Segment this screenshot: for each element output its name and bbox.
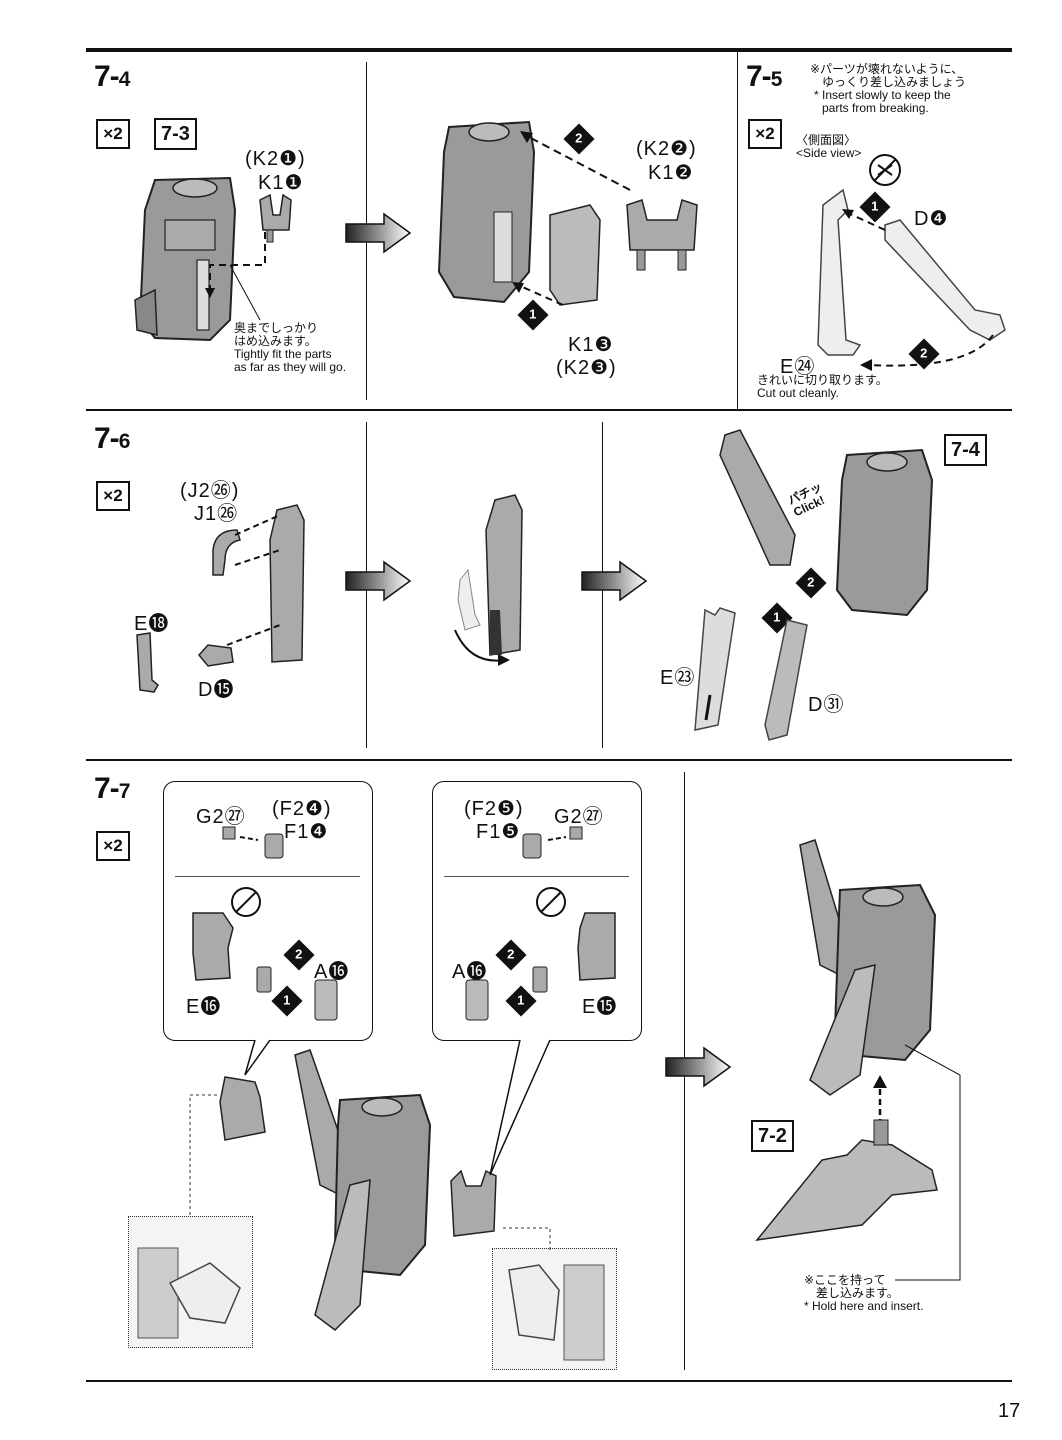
part-label-j1-26: J1㉖ (194, 503, 239, 525)
part-label-e16: E⓰ (186, 996, 222, 1018)
part-e24-side-illustration (817, 188, 862, 356)
step-7-4-title: 7-4 (94, 60, 130, 93)
small-parts-illustration (522, 826, 583, 859)
multiplier-badge: ×2 (748, 119, 782, 149)
insert-arrow-2 (520, 131, 631, 191)
completed-torso-illustration (799, 839, 937, 1096)
part-e18-illustration (136, 632, 159, 693)
next-step-arrow (665, 1046, 732, 1088)
step-7-5-title: 7-5 (746, 60, 782, 93)
part-e16-illustration (192, 912, 234, 981)
hold-note-leader (895, 1044, 961, 1281)
part-d31-illustration (764, 619, 808, 741)
page-number: 17 (998, 1400, 1021, 1422)
row2-bottom-rule (86, 759, 1012, 761)
part-e15-illustration (577, 912, 616, 981)
top-rule (86, 48, 1012, 52)
part-label-j2-26: (J2㉖) (180, 480, 240, 502)
left-detail-callout (163, 781, 373, 1041)
step-7-7-title: 7-7 (94, 772, 130, 805)
j-insert-arrows (226, 514, 281, 646)
left-zoom-leader (189, 1094, 220, 1215)
part-label-d15: D⓯ (198, 679, 235, 701)
part-e23-illustration (694, 607, 736, 731)
insert-up-arrow (873, 1075, 887, 1125)
note-leader-line (229, 264, 261, 321)
multiplier-badge: ×2 (96, 119, 130, 149)
part-label-g2-27-right: G2㉗ (554, 806, 604, 828)
ref-step-badge: 7-4 (944, 434, 987, 466)
shoulder-part-right-illustration (450, 1169, 497, 1237)
part-label-k1-3: K1❸ (568, 334, 614, 356)
multiplier-badge: ×2 (96, 831, 130, 861)
left-zoom-detail (137, 1247, 241, 1339)
small-parts-illustration (222, 826, 284, 859)
divider-74-75 (737, 52, 738, 409)
part-label-e15: E⓯ (582, 996, 618, 1018)
right-zoom-detail (508, 1264, 605, 1361)
no-cut-icon (536, 887, 566, 917)
no-cut-icon (869, 154, 901, 186)
torso-assembly-illustration (134, 176, 237, 342)
step-7-6-title: 7-6 (94, 422, 130, 455)
part-a16-right-illustration (465, 966, 548, 1021)
part-label-f1-4: F1❹ (284, 821, 329, 843)
part-label-d31: D㉛ (808, 694, 845, 716)
part-d4-side-illustration (884, 219, 1006, 341)
part-label-f2-5: (F2❺) (464, 798, 524, 820)
next-step-arrow (581, 560, 648, 602)
part-label-e18: E⓲ (134, 613, 170, 635)
arm-part-illustration (269, 504, 305, 663)
ref-step-badge: 7-3 (154, 118, 197, 150)
part-label-f2-4: (F2❹) (272, 798, 332, 820)
no-cut-icon (231, 887, 261, 917)
torso-with-arms-illustration (294, 1049, 432, 1331)
side-view-label: 〈側面図〉<Side view> (796, 133, 862, 160)
hold-here-note: ※ここを持って 差し込みます。 * Hold here and insert. (804, 1273, 924, 1313)
part-k1-2-illustration (626, 199, 698, 271)
insert-arrow-1 (512, 282, 564, 306)
part-label-k1-2: K1❷ (648, 162, 694, 184)
multiplier-badge: ×2 (96, 481, 130, 511)
cut-cleanly-note: きれいに切り取ります。Cut out cleanly. (757, 373, 888, 400)
part-label-e24: E㉔ (780, 356, 816, 378)
part-label-f1-5: F1❺ (476, 821, 521, 843)
cut-arrow (860, 334, 994, 371)
assembly-arrow (205, 220, 266, 298)
bottom-rule (86, 1380, 1012, 1382)
part-k1-1-illustration (259, 193, 292, 243)
part-label-a16-left: A⓰ (314, 961, 350, 983)
callout-pointers (244, 1039, 551, 1176)
part-d15-illustration (198, 644, 234, 667)
part-label-k2-3: (K2❸) (556, 357, 617, 379)
part-label-a16-right: A⓰ (452, 961, 488, 983)
shoulder-part-left-illustration (219, 1076, 266, 1141)
right-zoom-leader (503, 1227, 551, 1250)
waist-part-illustration (755, 1119, 938, 1242)
arm-assembled-illustration (454, 494, 523, 666)
torso-with-parts-illustration (437, 120, 536, 304)
part-label-k2-1: (K2❶) (245, 148, 306, 170)
callout-divider (444, 876, 629, 877)
part-a16-left-illustration (256, 966, 338, 1021)
insert-slowly-note: ※パーツが壊れないように、 ゆっくり差し込みましょう * Insert slow… (810, 62, 967, 115)
next-step-arrow (345, 212, 412, 254)
part-label-k1-1: K1❶ (258, 172, 304, 194)
part-label-g2-27: G2㉗ (196, 806, 246, 828)
ref-step-badge: 7-2 (751, 1120, 794, 1152)
part-label-d4: D❹ (914, 208, 949, 230)
row1-bottom-rule (86, 409, 1012, 411)
part-label-e23: E㉓ (660, 667, 696, 689)
arrow-d4-to-e24 (842, 209, 886, 231)
arm-attach-illustration (719, 429, 796, 566)
part-label-k2-2: (K2❷) (636, 138, 697, 160)
callout-divider (175, 876, 360, 877)
part-k1-3-illustration (549, 204, 601, 306)
next-step-arrow (345, 560, 412, 602)
torso-7-4-illustration (835, 448, 934, 617)
part-j1-illustration (212, 529, 241, 576)
